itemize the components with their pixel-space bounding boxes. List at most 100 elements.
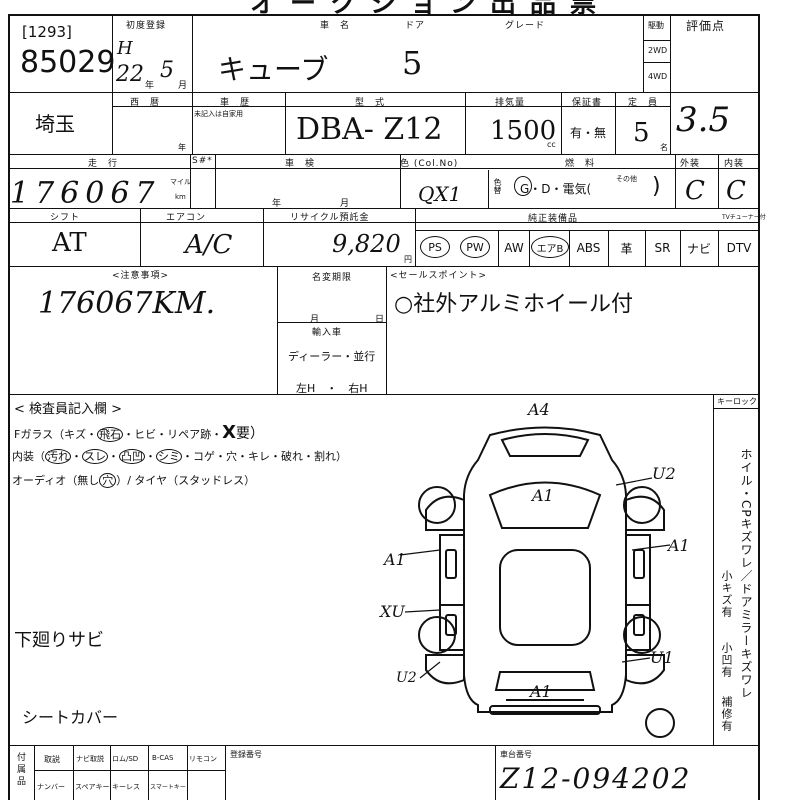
- mileage-label: 走 行: [88, 159, 119, 169]
- history-note: 未記入は自家用: [194, 110, 243, 118]
- acc-keyless: キーレス: [112, 783, 140, 791]
- drive-2wd: 2WD: [648, 46, 668, 55]
- option-ps: PS: [420, 236, 450, 258]
- mark-u2-bottom: U2: [396, 670, 417, 686]
- acc-bcas: B-CAS: [152, 754, 174, 762]
- interior-dirty: 汚れ: [45, 449, 71, 464]
- sheet-title: オークション出品票: [250, 0, 611, 19]
- sno-label: S#*: [192, 156, 213, 166]
- left-front-door: [439, 534, 465, 606]
- side-repair: 補修有: [720, 696, 733, 732]
- glass-prefix: Fガラス（キズ・: [14, 428, 98, 441]
- shift-label: シフト: [50, 213, 81, 223]
- inspection-date-label: 車 検: [285, 159, 316, 169]
- side-small-scratch: 小キズ有: [720, 570, 733, 618]
- mark-a1-right: A1: [668, 536, 690, 555]
- interior-condition-line: 内装（汚れ・スレ・凸凹・シミ・コゲ・穴・キレ・破れ・割れ）: [12, 448, 347, 464]
- mark-xu-left: XU: [380, 602, 405, 621]
- caution-text: 176067KM.: [38, 286, 216, 321]
- car-name-label: 車 名: [320, 21, 351, 31]
- interior-dent: 凸凹: [119, 449, 145, 464]
- shift-value: AT: [52, 228, 87, 258]
- warranty-value: 有・無: [570, 126, 607, 140]
- glass-x: X: [222, 422, 236, 443]
- mile-label: マイル: [170, 178, 191, 186]
- mark-a1-rear: A1: [530, 682, 552, 701]
- chassis-label: 車台番号: [500, 750, 532, 759]
- inspection-year-unit: 年: [272, 199, 282, 209]
- west-year-suffix: 年: [178, 143, 186, 152]
- fuel-options: G・D・電気(: [520, 182, 592, 196]
- score-label: 評価点: [686, 19, 726, 33]
- door-label: ドア: [405, 21, 426, 31]
- side-small-dent: 小凹有: [720, 642, 733, 678]
- option-aw: AW: [504, 241, 524, 255]
- ac-value: A/C: [185, 230, 233, 260]
- expiry-month-label: 月: [310, 315, 320, 325]
- glass-chipped: 飛石: [97, 427, 124, 442]
- car-hood: [500, 433, 590, 457]
- option-navi: ナビ: [686, 241, 711, 256]
- option-airbag: エアB: [531, 236, 569, 258]
- year-value: 22: [116, 62, 144, 87]
- recycle-label: リサイクル預託金: [290, 213, 370, 223]
- lot-number: [1293]: [22, 23, 72, 41]
- inspector-note-underbody: 下廻りサビ: [14, 630, 104, 651]
- option-dtv: DTV: [726, 241, 752, 255]
- drive-4wd: 4WD: [648, 72, 668, 81]
- genuine-equipment-label: 純正装備品: [528, 214, 579, 224]
- ac-label: エアコン: [166, 213, 207, 223]
- region-value: 埼玉: [35, 112, 75, 136]
- glass-mid: ・ヒビ・リペア跡・: [123, 428, 223, 441]
- car-body-outline: [463, 426, 627, 713]
- tv-tuner-label: TVチューナー付: [722, 214, 766, 221]
- acc-remote: リモコン: [189, 755, 217, 763]
- acc-smart-key: スマートキー: [150, 784, 186, 791]
- stock-number: 85029: [20, 45, 116, 80]
- left-rear-door: [439, 604, 465, 651]
- car-roof: [499, 549, 591, 646]
- option-abs: ABS: [576, 241, 601, 255]
- history-label: 車 歴: [220, 98, 251, 108]
- accessories-label: 付属品: [15, 752, 25, 788]
- grade-label: グレード: [505, 21, 546, 31]
- wheel-rear-left: [418, 616, 456, 654]
- acc-spare-key: スペアキー: [75, 783, 110, 791]
- interior-label: 内装: [724, 159, 745, 169]
- sales-point-text: ○社外アルミホイール付: [394, 292, 633, 317]
- fuel-gasoline-circle: [514, 176, 532, 196]
- inspection-title: < 検査員記入欄 >: [14, 402, 123, 417]
- side-damage-legend: ホイル・CPキズワレ／ドアミラーキズワレ: [739, 448, 753, 700]
- km-label: km: [175, 193, 186, 201]
- mark-a1-hood: A1: [532, 486, 554, 505]
- wheel-front-right: [623, 486, 661, 524]
- car-rear-window: [494, 671, 596, 691]
- chassis-number: Z12-094202: [500, 762, 692, 795]
- option-sunroof: SR: [654, 241, 671, 255]
- month-unit: 月: [178, 81, 188, 91]
- color-value: QX1: [418, 182, 462, 206]
- recycle-value: 9,820: [332, 230, 401, 258]
- acc-manual: 取説: [44, 755, 60, 764]
- inspector-note-seat-cover: シートカバー: [22, 708, 119, 727]
- recycle-yen: 円: [404, 255, 412, 264]
- acc-rom-sd: ロム/SD: [112, 755, 139, 763]
- score-value: 3.5: [676, 100, 731, 140]
- displacement-label: 排気量: [495, 98, 526, 108]
- right-front-door: [625, 534, 651, 606]
- interior-scuff: スレ: [82, 449, 108, 464]
- spare-tire: [645, 708, 675, 738]
- audio-suffix: ）/ タイヤ（スタッドレス）: [116, 474, 256, 487]
- wheel-front-left: [418, 486, 456, 524]
- expiry-day-label: 日: [375, 315, 385, 325]
- car-rear-bumper: [489, 705, 601, 715]
- interior-sep1: ・: [71, 450, 82, 463]
- interior-sep2: ・: [108, 450, 119, 463]
- option-pw: PW: [460, 236, 490, 258]
- interior-sep3: ・: [145, 450, 156, 463]
- exterior-label: 外装: [680, 159, 701, 169]
- mark-a4: A4: [528, 400, 550, 419]
- west-year-label: 西 暦: [130, 98, 161, 108]
- year-unit: 年: [145, 81, 155, 91]
- interior-value: C: [726, 176, 746, 206]
